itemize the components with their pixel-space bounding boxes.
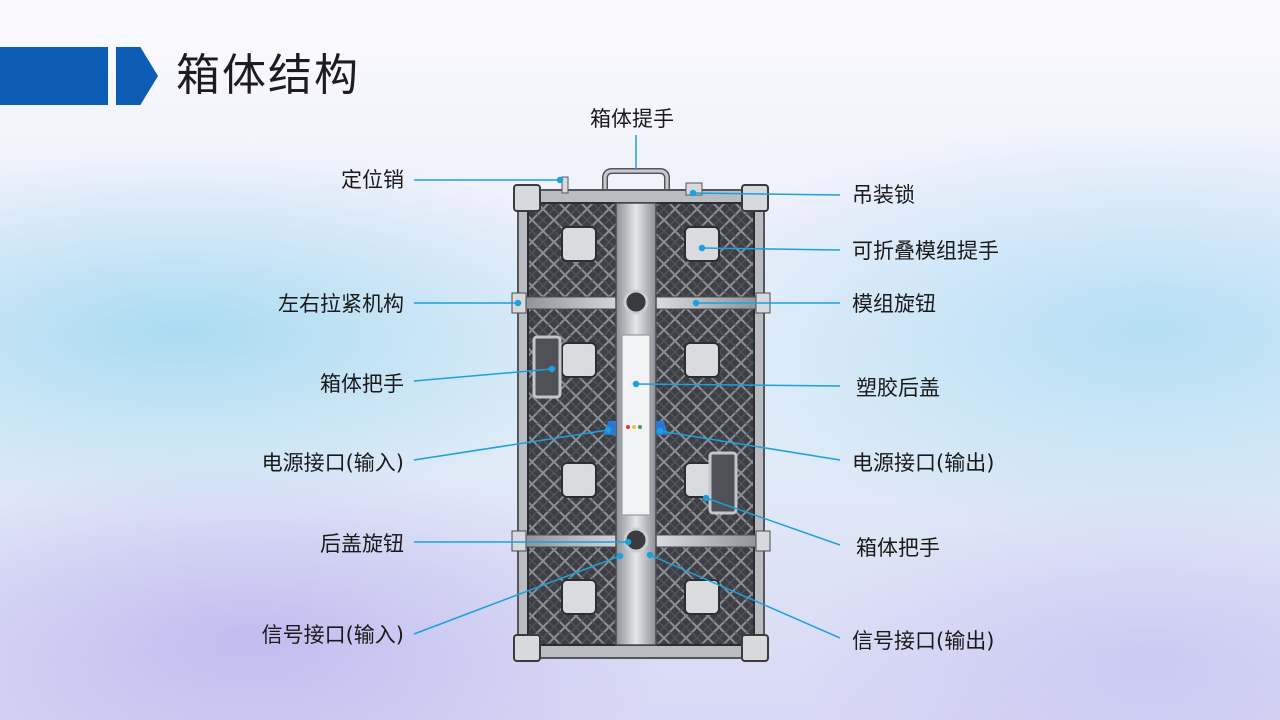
label-tension-mechanism: 左右拉紧机构	[278, 292, 404, 316]
label-signal-output: 信号接口(输出)	[852, 629, 995, 653]
title-accent-arrow	[116, 47, 158, 105]
page-title: 箱体结构	[176, 50, 360, 101]
label-power-input: 电源接口(输入)	[261, 451, 404, 475]
label-hanging-lock: 吊装锁	[852, 183, 915, 207]
label-cabinet-top-handle: 箱体提手	[590, 107, 674, 131]
label-cabinet-handle-left: 箱体把手	[320, 372, 404, 396]
label-signal-input: 信号接口(输入)	[261, 623, 404, 647]
label-plastic-rear-cover: 塑胶后盖	[856, 376, 940, 400]
label-rear-cover-knob: 后盖旋钮	[320, 532, 404, 556]
label-cabinet-handle-right: 箱体把手	[856, 536, 940, 560]
title-accent-bar	[0, 47, 108, 105]
label-power-output: 电源接口(输出)	[852, 451, 995, 475]
label-module-knob: 模组旋钮	[852, 292, 936, 316]
label-foldable-module-handle: 可折叠模组提手	[852, 239, 999, 263]
label-locating-pin: 定位销	[341, 168, 404, 192]
led-cabinet-rear-view	[511, 168, 771, 662]
